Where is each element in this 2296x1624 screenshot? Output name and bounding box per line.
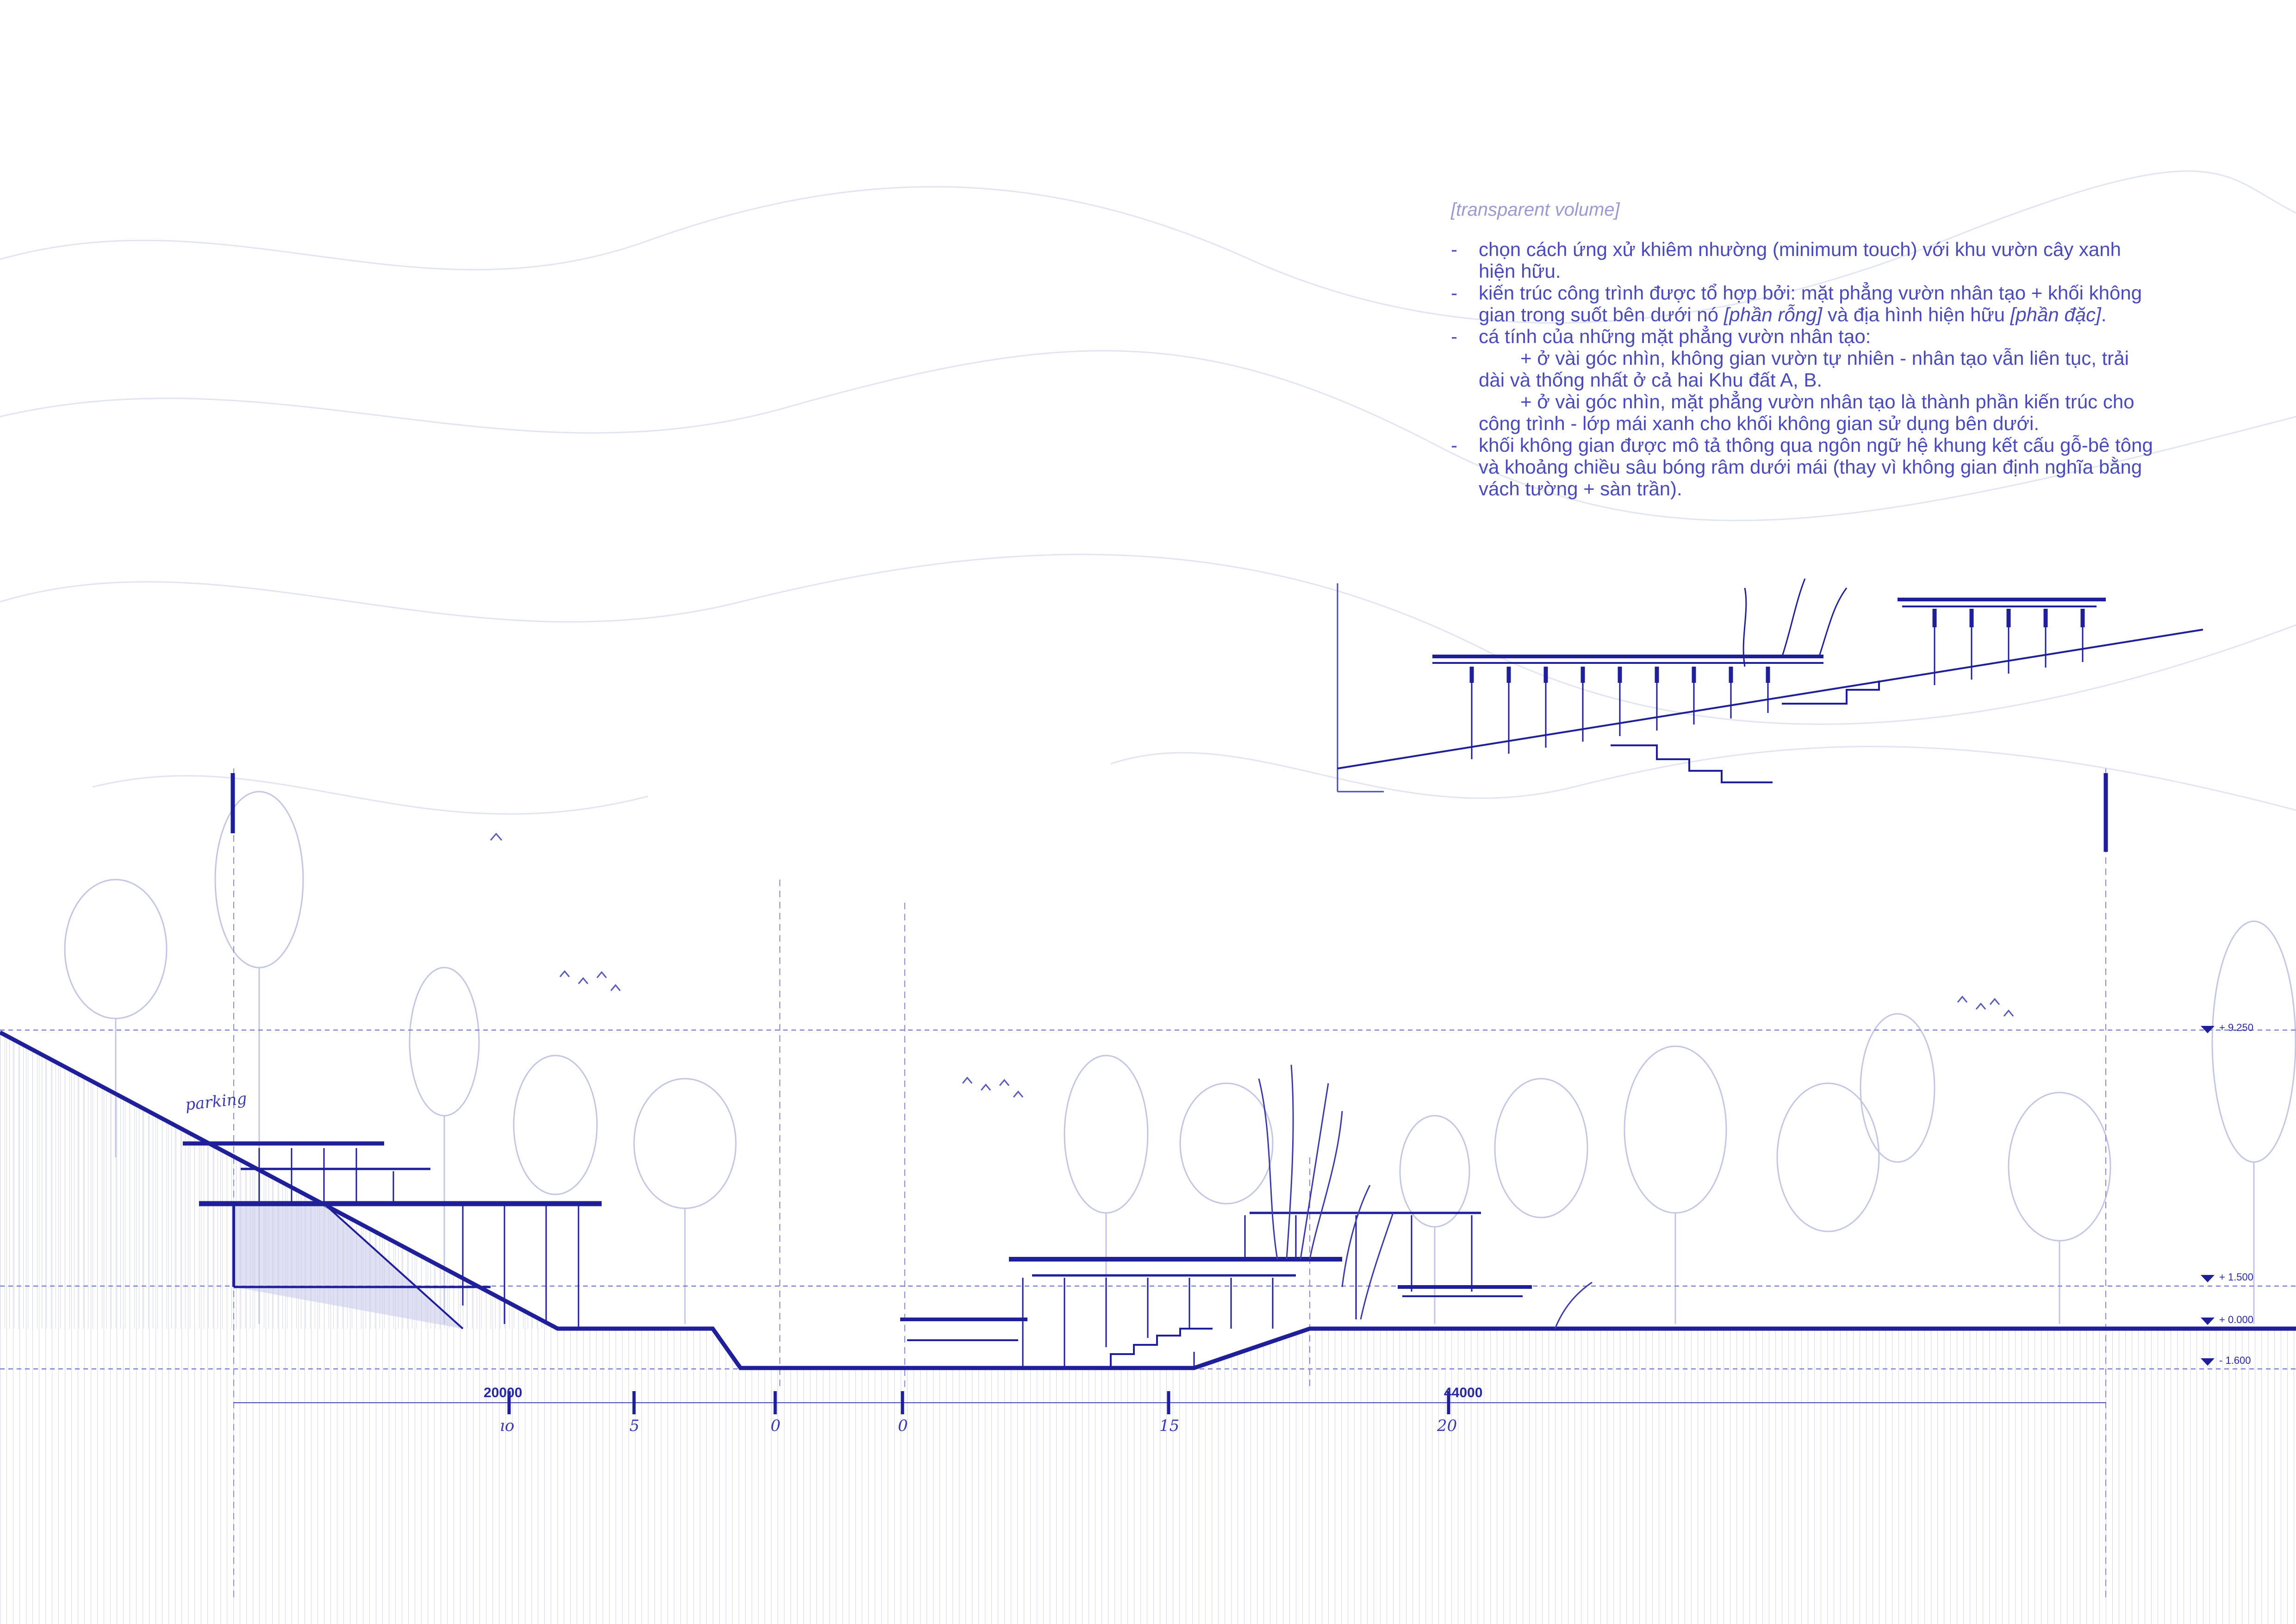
level-label-mid: + 1.500 [2219,1271,2254,1283]
bird-sketches [490,832,2014,1098]
paragraph-3-sub-1: + ở vài góc nhìn, không gian vườn tự nhi… [1479,347,2129,391]
paragraph-2-text-d: [phần đặc] [2010,304,2101,325]
scale-mark-10: 0 [771,1417,781,1435]
paragraph-2-text-c: và địa hình hiện hữu [1822,304,2010,325]
paragraph-2-text-a: kiến trúc công trình được tổ hợp bởi: mặ… [1479,282,2142,325]
paragraph-2: -kiến trúc công trình được tổ hợp bởi: m… [1451,282,2142,325]
paragraph-1-text: chọn cách ứng xử khiêm nhường (minimum t… [1479,238,2121,282]
scale-mark-0b: 0 [898,1417,908,1435]
level-label-low: - 1.600 [2219,1355,2251,1366]
scale-mark-15: 15 [1159,1417,1180,1435]
inset-sketch [1337,578,2203,793]
description-text-block: [transparent volume] -chọn cách ứng xử k… [1451,199,2154,500]
paragraph-3: -cá tính của những mặt phẳng vườn nhân t… [1451,325,2154,434]
scale-mark-5: 5 [629,1417,640,1435]
grass-sketches [1258,1064,1593,1329]
text-title: [transparent volume] [1451,200,1620,220]
scale-mark-20: 20 [1437,1417,1457,1435]
grid-axes [233,768,2106,1597]
paragraph-3-text: cá tính của những mặt phẳng vườn nhân tạ… [1479,325,1871,347]
dimension-label-left: 20000 [484,1385,523,1400]
dimension-label-right: 44000 [1444,1385,1483,1400]
paragraph-4: -khối không gian được mô tả thông qua ng… [1451,434,2153,500]
ground-profile [0,1031,2296,1370]
level-markers [2201,1026,2215,1366]
paragraph-2-text-e: . [2101,304,2107,325]
scale-ticks [507,1391,1450,1414]
paragraph-1: -chọn cách ứng xử khiêm nhường (minimum … [1451,238,2121,282]
level-label-zero: + 0.000 [2219,1314,2254,1325]
left-building [183,1141,602,1330]
level-label-top: + 9.250 [2219,1022,2254,1033]
scale-mark-0: ıo [500,1417,515,1435]
paragraph-4-text: khối không gian được mô tả thông qua ngô… [1479,434,2153,500]
paragraph-3-sub-2: + ở vài góc nhìn, mặt phẳng vườn nhân tạ… [1479,391,2134,434]
background-contours [0,170,2296,815]
paragraph-2-text-b: [phần rỗng] [1724,304,1823,325]
